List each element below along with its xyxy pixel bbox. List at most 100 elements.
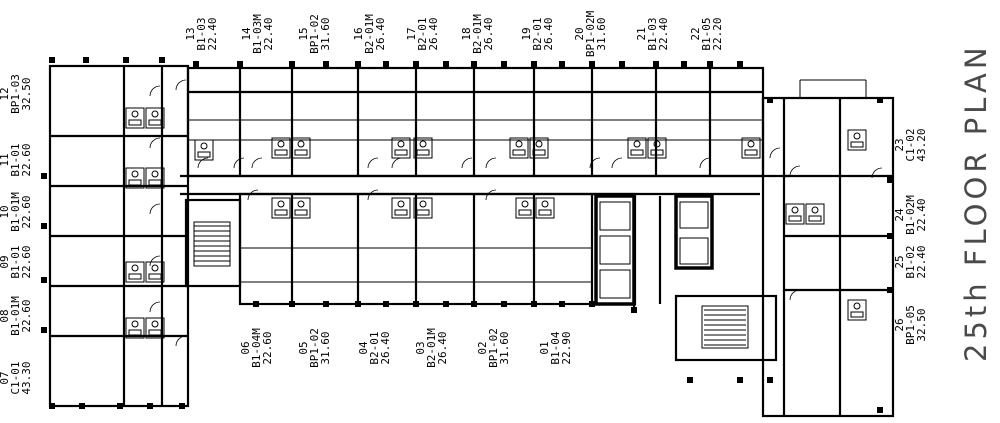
door-swing <box>251 157 263 169</box>
column-mark <box>767 97 773 103</box>
bathroom-pod <box>535 197 555 219</box>
column-mark <box>471 61 477 67</box>
unit-number: 24 <box>893 208 906 222</box>
door-swing <box>175 335 187 347</box>
unit-area: 22.20 <box>711 17 724 50</box>
column-mark <box>707 61 713 67</box>
door-swing <box>149 301 161 313</box>
unit-type: B1-05 <box>700 17 713 50</box>
unit-number: 08 <box>0 309 11 322</box>
column-mark <box>289 301 295 307</box>
door-swing <box>589 157 601 169</box>
column-mark <box>471 301 477 307</box>
unit-type: BP1-05 <box>904 305 917 345</box>
left-unit-labels: 12BP1-0332.5011B1-0122.6010B1-01M22.6009… <box>0 74 33 394</box>
column-mark <box>501 61 507 67</box>
column-mark <box>531 301 537 307</box>
door-swing <box>149 255 161 267</box>
unit-type: B1-03M <box>251 14 264 54</box>
column-mark <box>559 301 565 307</box>
unit-number: 25 <box>893 255 906 268</box>
door-swing <box>197 157 209 169</box>
unit-area: 22.40 <box>657 17 670 50</box>
bathroom-pod <box>194 139 214 161</box>
unit-type: B2-01 <box>416 17 429 50</box>
bathroom-pod <box>413 197 433 219</box>
unit-area: 22.60 <box>20 299 33 332</box>
column-mark <box>193 61 199 67</box>
unit-number: 10 <box>0 205 11 218</box>
unit-number: 21 <box>635 27 648 40</box>
unit-type: B1-01 <box>9 143 22 176</box>
unit-type: B1-01M <box>9 192 22 232</box>
column-mark <box>589 301 595 307</box>
unit-number: 09 <box>0 255 11 268</box>
unit-area: 26.40 <box>379 331 392 364</box>
column-mark <box>619 61 625 67</box>
bathroom-pod <box>741 137 761 159</box>
column-mark <box>767 377 773 383</box>
door-swing <box>789 165 801 177</box>
unit-type: B1-03 <box>195 17 208 50</box>
column-mark <box>355 301 361 307</box>
unit-area: 22.60 <box>20 195 33 228</box>
door-swing <box>367 189 379 201</box>
column-mark <box>631 307 637 313</box>
unit-area: 31.60 <box>319 17 332 50</box>
column-mark <box>589 61 595 67</box>
unit-number: 06 <box>239 341 252 354</box>
unit-area: 22.90 <box>560 331 573 364</box>
unit-number: 04 <box>357 341 370 355</box>
unit-type: B1-02M <box>904 195 917 235</box>
column-mark <box>383 61 389 67</box>
bathroom-pod <box>145 107 165 129</box>
unit-area: 22.40 <box>915 245 928 278</box>
door-swing <box>149 137 161 149</box>
column-mark <box>501 301 507 307</box>
column-mark <box>323 61 329 67</box>
door-swing <box>871 167 883 179</box>
unit-number: 13 <box>184 27 197 40</box>
unit-area: 32.50 <box>915 308 928 341</box>
bathroom-pod <box>785 203 805 225</box>
unit-number: 26 <box>893 318 906 331</box>
bathroom-pod <box>847 299 867 321</box>
door-swing <box>611 157 623 169</box>
column-mark <box>289 61 295 67</box>
unit-area: 26.40 <box>542 17 555 50</box>
unit-type: B2-01M <box>363 14 376 54</box>
column-mark <box>41 223 47 229</box>
unit-number: 15 <box>297 27 310 40</box>
unit-area: 22.40 <box>206 17 219 50</box>
bathroom-pod <box>627 137 647 159</box>
door-swing <box>485 157 497 169</box>
column-mark <box>531 61 537 67</box>
unit-area: 31.60 <box>498 331 511 364</box>
bathroom-pod <box>125 167 145 189</box>
unit-number: 01 <box>538 341 551 354</box>
door-swing <box>769 147 781 159</box>
unit-type: B1-04 <box>549 331 562 364</box>
stair-treads <box>194 225 746 346</box>
unit-type: B1-02 <box>904 245 917 278</box>
column-mark <box>559 61 565 67</box>
unit-number: 23 <box>893 138 906 151</box>
unit-type: BP1-03 <box>9 74 22 114</box>
unit-area: 26.40 <box>374 17 387 50</box>
unit-number: 22 <box>689 27 702 40</box>
unit-type: BP1-02 <box>487 328 500 368</box>
floor-plan-title: 25th FLOOR PLAN <box>959 43 993 362</box>
